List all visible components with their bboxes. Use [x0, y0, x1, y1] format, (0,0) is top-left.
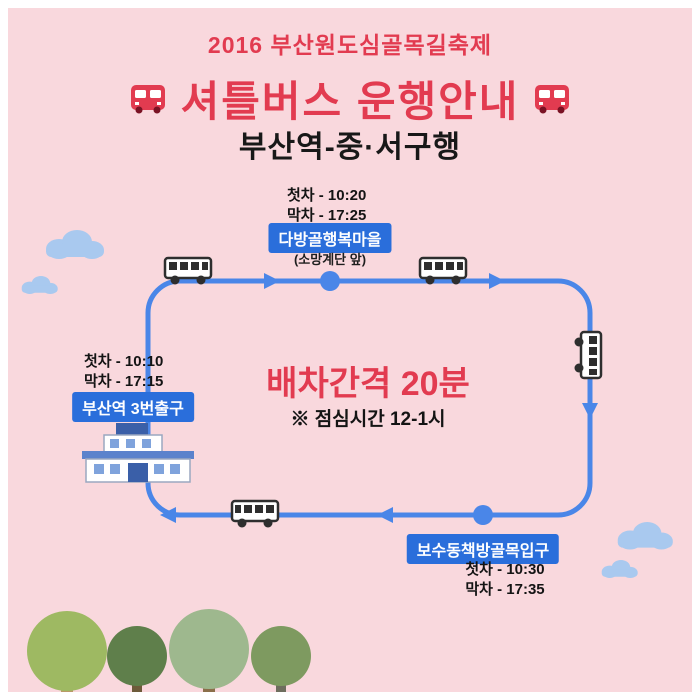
last-bus-time: 막차 - 17:25 [287, 207, 367, 224]
bus-icon [230, 499, 280, 529]
stop-times-bottom: 첫차 - 10:30 막차 - 17:35 [465, 560, 544, 600]
first-bus-time: 첫차 - 10:20 [287, 187, 367, 204]
last-bus-time: 막차 - 17:35 [465, 581, 545, 598]
stop-badge-bottom: 보수동책방골목입구 [406, 534, 560, 564]
cloud-icon [601, 560, 638, 578]
stop-times-top: 첫차 - 10:20 막차 - 17:25 [287, 186, 366, 226]
route-subtitle: 부산역-중·서구행 [238, 131, 462, 164]
festival-title: 2016 부산원도심골목길축제 [207, 32, 493, 58]
tree-icon [27, 611, 107, 692]
poster-background [8, 8, 692, 692]
stop-badge-top: 다방골행복마을 [268, 223, 392, 253]
last-bus-time: 막차 - 17:15 [84, 373, 164, 390]
stop-marker-bottom [473, 505, 493, 525]
arrow-right-icon [489, 273, 505, 289]
station-building-icon [82, 423, 194, 483]
bus-icon [573, 330, 603, 380]
stop-note-top: (소망계단 앞) [293, 252, 367, 267]
arrow-right-icon [264, 273, 280, 289]
cloud-icon [46, 230, 104, 259]
lunch-break-note: ※ 점심시간 12-1시 [290, 409, 446, 430]
arrow-left-icon [160, 507, 176, 523]
stop-marker-top [320, 271, 340, 291]
first-bus-time: 첫차 - 10:30 [465, 561, 545, 578]
stop-times-station: 첫차 - 10:10 막차 - 17:15 [84, 352, 163, 392]
main-title: 셔틀버스 운행안내 [180, 78, 520, 125]
cloud-icon [21, 276, 58, 294]
cloud-icon [617, 522, 673, 550]
first-bus-time: 첫차 - 10:10 [84, 353, 164, 370]
arrow-down-icon [582, 403, 598, 419]
headway-text: 배차간격 20분 [266, 365, 470, 403]
bus-icon [535, 84, 570, 113]
tree-icon [251, 626, 311, 692]
title-row: 셔틀버스 운행안내 [0, 68, 700, 129]
tree-icon [107, 626, 167, 692]
tree-icon [169, 609, 249, 692]
bus-icon [130, 84, 165, 113]
stop-badge-station: 부산역 3번출구 [72, 392, 194, 422]
arrow-left-icon [377, 507, 393, 523]
